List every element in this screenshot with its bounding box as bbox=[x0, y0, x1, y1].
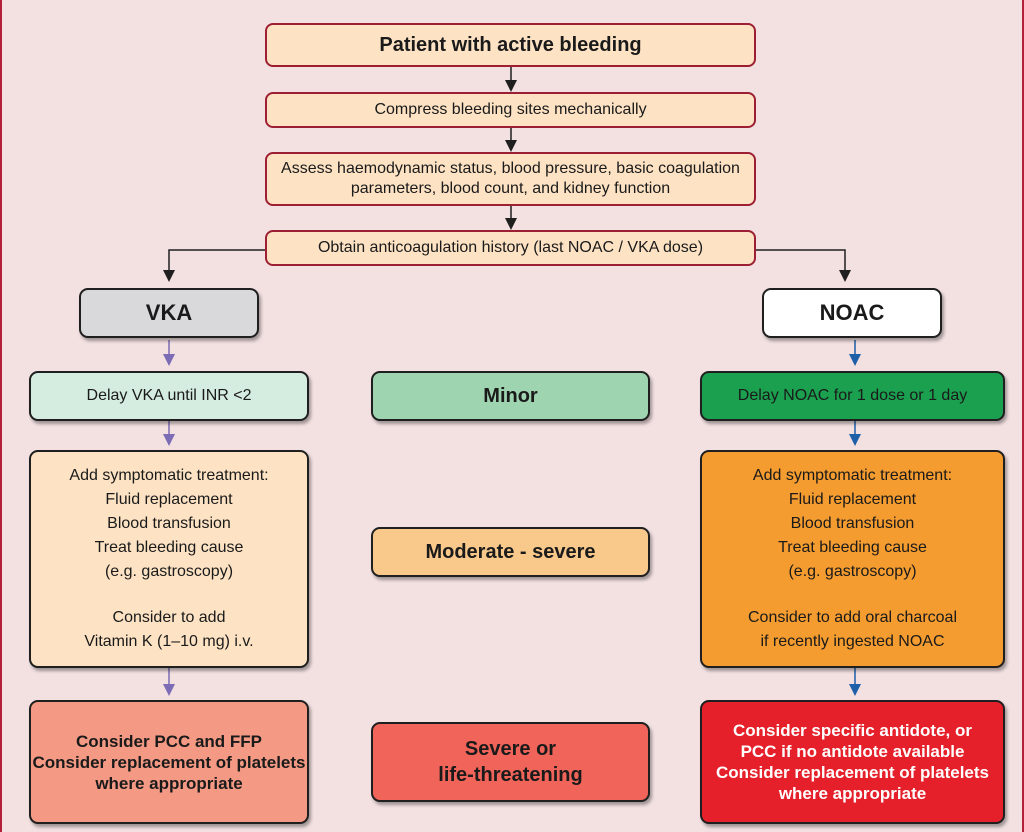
noac-header: NOAC bbox=[762, 288, 942, 338]
noac-header-text: NOAC bbox=[819, 300, 885, 326]
noac-severe-line-3: Consider replacement of platelets bbox=[715, 763, 990, 782]
severity-minor: Minor bbox=[371, 371, 650, 421]
noac-severe-line-1: Consider specific antidote, or bbox=[733, 721, 972, 740]
vka-moderate-line-1: Add symptomatic treatment: bbox=[69, 467, 269, 484]
severity-moderate: Moderate - severe bbox=[371, 527, 650, 577]
noac-moderate-line-2: Fluid replacement bbox=[788, 491, 917, 508]
frame-right-border bbox=[1022, 0, 1024, 832]
arrow-to-vka bbox=[163, 249, 265, 282]
severity-severe: Severe or life-threatening bbox=[371, 722, 650, 802]
vka-moderate-line-6: Consider to add bbox=[112, 609, 226, 626]
vka-severe-line-1: Consider PCC and FFP bbox=[75, 731, 263, 751]
vka-moderate-line-4: Treat bleeding cause bbox=[94, 539, 244, 556]
step-patient-active-bleeding-text: Patient with active bleeding bbox=[379, 33, 642, 56]
frame-left-border bbox=[0, 0, 2, 832]
severity-severe-line-1: Severe or bbox=[464, 738, 557, 760]
vka-header: VKA bbox=[79, 288, 259, 338]
vka-minor-box: Delay VKA until INR <2 bbox=[29, 371, 309, 421]
noac-severe-line-4: where appropriate bbox=[778, 784, 927, 803]
vka-moderate-line-2: Fluid replacement bbox=[105, 491, 233, 508]
step-anticoagulation-history-text: Obtain anticoagulation history (last NOA… bbox=[317, 239, 704, 256]
severity-minor-text: Minor bbox=[483, 384, 538, 407]
step-assess-line-1: Assess haemodynamic status, blood pressu… bbox=[281, 160, 740, 177]
vka-severe-box: Consider PCC and FFP Consider replacemen… bbox=[29, 700, 309, 824]
noac-minor-box: Delay NOAC for 1 dose or 1 day bbox=[700, 371, 1005, 421]
noac-moderate-line-1: Add symptomatic treatment: bbox=[752, 467, 953, 484]
step-patient-active-bleeding: Patient with active bleeding bbox=[265, 23, 756, 67]
step-compress-bleeding-text: Compress bleeding sites mechanically bbox=[374, 101, 647, 118]
noac-minor-text: Delay NOAC for 1 dose or 1 day bbox=[737, 387, 968, 404]
noac-severe-line-2: PCC if no antidote available bbox=[740, 742, 965, 761]
vka-minor-text: Delay VKA until INR <2 bbox=[86, 387, 252, 404]
noac-moderate-box: Add symptomatic treatment: Fluid replace… bbox=[700, 450, 1005, 668]
vka-severe-line-3: where appropriate bbox=[95, 773, 243, 793]
step-assess-line-2: parameters, blood count, and kidney func… bbox=[350, 180, 671, 197]
noac-severe-box: Consider specific antidote, or PCC if no… bbox=[700, 700, 1005, 824]
step-compress-bleeding: Compress bleeding sites mechanically bbox=[265, 92, 756, 128]
vka-header-text: VKA bbox=[145, 300, 193, 326]
severity-severe-line-2: life-threatening bbox=[438, 764, 583, 786]
noac-moderate-line-7: if recently ingested NOAC bbox=[760, 633, 945, 650]
step-assess-status: Assess haemodynamic status, blood pressu… bbox=[265, 152, 756, 206]
vka-moderate-line-5: (e.g. gastroscopy) bbox=[104, 563, 234, 580]
arrow-to-noac bbox=[756, 249, 851, 282]
severity-moderate-text: Moderate - severe bbox=[425, 540, 596, 563]
vka-moderate-line-7: Vitamin K (1–10 mg) i.v. bbox=[84, 633, 254, 650]
vka-severe-line-2: Consider replacement of platelets bbox=[32, 752, 306, 772]
vka-moderate-box: Add symptomatic treatment: Fluid replace… bbox=[29, 450, 309, 668]
noac-moderate-line-3: Blood transfusion bbox=[790, 515, 915, 532]
noac-moderate-line-4: Treat bleeding cause bbox=[778, 539, 927, 556]
noac-moderate-line-5: (e.g. gastroscopy) bbox=[788, 563, 917, 580]
vka-moderate-line-3: Blood transfusion bbox=[107, 515, 231, 532]
noac-moderate-line-6: Consider to add oral charcoal bbox=[747, 609, 957, 626]
step-anticoagulation-history: Obtain anticoagulation history (last NOA… bbox=[265, 230, 756, 266]
